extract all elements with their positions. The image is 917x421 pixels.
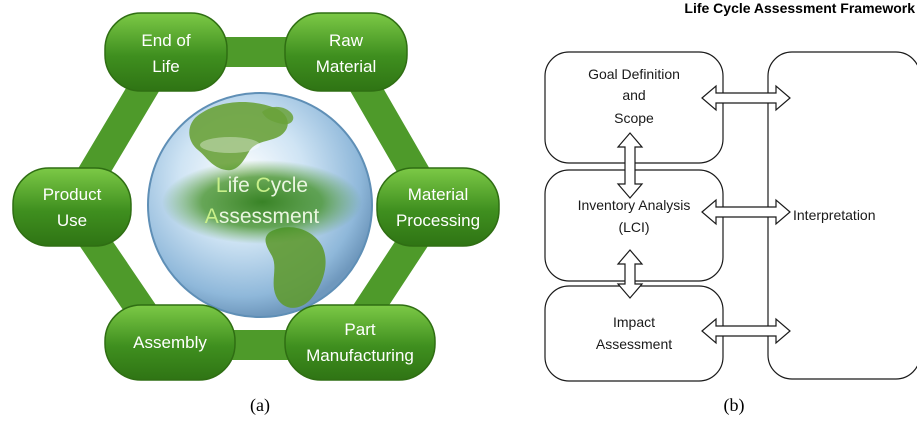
phase-label: Assembly	[133, 333, 207, 352]
double-arrow-icon	[701, 198, 791, 226]
goal-label-line2: and	[622, 87, 645, 103]
impact-label-line1: Impact	[613, 314, 655, 330]
phase-label: End of	[141, 31, 190, 50]
lca-center-line2: Assessment	[205, 205, 320, 228]
caption-a: (a)	[250, 395, 270, 416]
phase-label: Use	[57, 211, 87, 230]
lca-framework-diagram: Life Cycle Assessment Framework Interpre…	[544, 0, 917, 416]
caption-b: (b)	[724, 395, 745, 416]
phase-material-processing: Material Processing	[376, 167, 500, 247]
framework-title: Life Cycle Assessment Framework	[684, 0, 915, 16]
vertical-double-arrow-icon	[616, 132, 644, 199]
phase-label: Raw	[329, 31, 364, 50]
phase-part-manufacturing: Part Manufacturing	[284, 304, 436, 381]
phase-label: Part	[344, 320, 375, 339]
phase-label: Material	[316, 57, 376, 76]
phase-label: Manufacturing	[306, 346, 414, 365]
inventory-label-line2: (LCI)	[618, 219, 649, 235]
lca-cycle-diagram: Life Cycle Assessment End of Life Raw Ma…	[12, 12, 500, 416]
phase-label: Life	[152, 57, 179, 76]
impact-assessment-box	[544, 285, 724, 382]
double-arrow-icon	[701, 317, 791, 345]
impact-label-line2: Assessment	[596, 336, 672, 352]
phase-label: Processing	[396, 211, 480, 230]
phase-product-use: Product Use	[12, 167, 132, 247]
phase-raw-material: Raw Material	[284, 12, 408, 92]
phase-label: Material	[408, 185, 468, 204]
phase-label: Product	[43, 185, 102, 204]
interpretation-label: Interpretation	[793, 207, 876, 223]
lca-center-line1: Life Cycle	[216, 174, 308, 197]
phase-end-of-life: End of Life	[104, 12, 228, 92]
goal-label-line3: Scope	[614, 110, 654, 126]
phase-assembly: Assembly	[104, 304, 236, 381]
vertical-double-arrow-icon	[616, 249, 644, 299]
inventory-label-line1: Inventory Analysis	[578, 197, 691, 213]
goal-label-line1: Goal Definition	[588, 66, 680, 82]
double-arrow-icon	[701, 84, 791, 112]
globe-icon	[147, 92, 373, 318]
